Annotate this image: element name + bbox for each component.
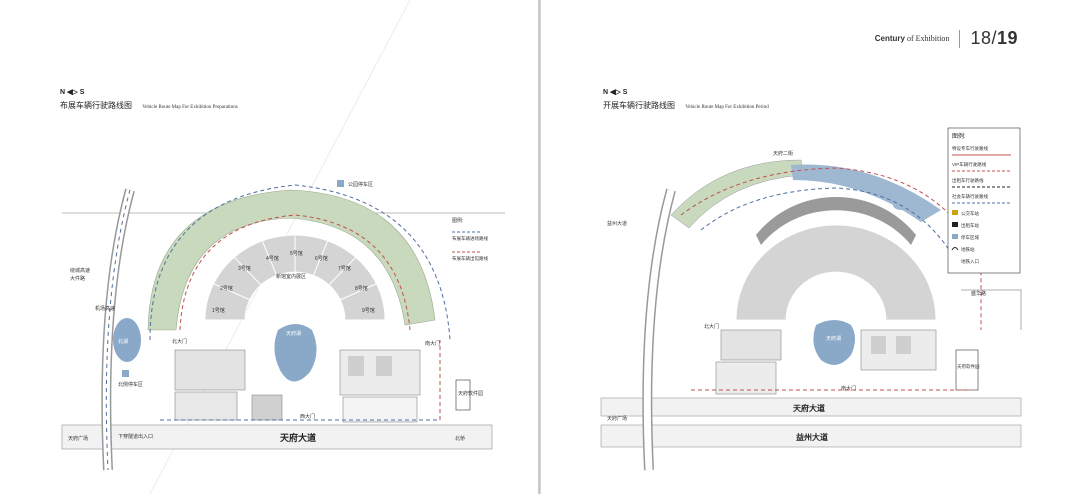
left-legend-title: 图例: xyxy=(452,217,463,224)
right-legend-title: 图例: xyxy=(952,132,966,140)
left-hall-ring xyxy=(204,234,386,321)
left-hall-9: 9号馆 xyxy=(362,307,375,314)
header-divider xyxy=(959,29,961,48)
left-pond xyxy=(113,318,141,362)
left-tianfu-road-band xyxy=(61,424,493,450)
left-airport-label: 机场高速 xyxy=(95,305,115,312)
right-legend-item-5: 出租车站 xyxy=(961,222,979,229)
right-legend-item-7: 地铁站 xyxy=(961,246,975,253)
left-pond-label: 北湖 xyxy=(118,338,128,345)
right-legend-item-0: 特设专车行驶路线 xyxy=(952,145,988,152)
left-tianfu-avenue-label: 天府大道 xyxy=(280,432,316,443)
left-north-gate-label: 北大门 xyxy=(172,338,187,345)
right-tianfu-avenue-label: 天府大道 xyxy=(793,403,825,413)
left-building-west xyxy=(174,349,246,391)
right-legend-box xyxy=(947,127,1021,274)
right-map: 天府湖 图例: 特设专车行驶路线 VIP车辆行驶路线 出租车行驶路线 社会车辆行… xyxy=(600,127,1022,471)
right-map-title-cn: 开展车辆行驶路线图 xyxy=(603,101,675,110)
right-square-label: 天府广场 xyxy=(607,415,627,422)
right-road-left-label: 益州大道 xyxy=(607,220,627,227)
right-map-title-en: Vehicle Route Map For Exhibition Period xyxy=(685,105,769,110)
right-legend-item-3: 社会车辆行驶路线 xyxy=(952,193,988,200)
brand-text: Century of Exhibition xyxy=(874,34,950,43)
left-west-gate-label: 西大门 xyxy=(300,413,315,420)
left-lake-label: 天府湖 xyxy=(286,330,301,337)
left-plaza-label: 天府软件园 xyxy=(458,390,483,397)
left-expressway-label: 绕城高速 xyxy=(70,267,90,274)
right-legend-item-6: 停车区域 xyxy=(961,234,979,241)
left-lake xyxy=(274,324,317,382)
left-page: N ◀▷ S 布展车辆行驶路线图 Vehicle Route Map For E… xyxy=(0,0,538,494)
left-compass: N ◀▷ S xyxy=(60,89,85,96)
page-header: Century of Exhibition 18/19 xyxy=(875,28,1018,49)
book-spine xyxy=(538,0,541,494)
page-number: 18/19 xyxy=(970,28,1018,48)
left-map-title: 布展车辆行驶路线图 Vehicle Route Map For Exhibiti… xyxy=(60,100,238,111)
left-subway-label: 下穿隧道出入口 xyxy=(118,433,153,440)
right-central-label: 天府湖 xyxy=(826,335,841,342)
right-north-gate-label: 北大门 xyxy=(704,323,719,330)
left-north-parking-label: 北侧停车区 xyxy=(118,381,143,388)
left-hall-5: 5号馆 xyxy=(290,250,303,257)
left-hall-2: 2号馆 xyxy=(220,285,233,292)
right-map-title: 开展车辆行驶路线图 Vehicle Route Map For Exhibiti… xyxy=(603,100,769,111)
left-route-in xyxy=(149,184,451,341)
right-legend-item-2: 出租车行驶路线 xyxy=(952,177,984,184)
left-legend-out: 布展车辆出馆路线 xyxy=(452,255,488,262)
right-south-gate-label: 南大门 xyxy=(841,385,856,392)
right-compass: N ◀▷ S xyxy=(603,89,628,96)
right-road-right-label: 盛华路 xyxy=(971,290,986,297)
left-bridge-label: 北桥 xyxy=(455,435,465,442)
left-parking-north-label: 公园停车区 xyxy=(348,181,373,188)
left-parking-icon xyxy=(337,180,344,187)
left-hall-7: 7号馆 xyxy=(338,265,351,272)
left-square-label: 天府广场 xyxy=(68,435,88,442)
left-east-gate-label: 南大门 xyxy=(425,340,440,347)
left-expressway-2-label: 大件路 xyxy=(70,275,85,282)
right-road-top-label: 天府二街 xyxy=(773,150,793,157)
left-hall-8: 8号馆 xyxy=(355,285,368,292)
left-legend-in: 布展车辆进场路线 xyxy=(452,235,488,242)
left-hall-1: 1号馆 xyxy=(212,307,225,314)
left-hall-3: 3号馆 xyxy=(238,265,251,272)
left-map-title-cn: 布展车辆行驶路线图 xyxy=(60,101,132,110)
right-hall-ring xyxy=(735,224,937,321)
left-map: 北湖 1号馆 2号馆 3号馆 4号馆 5号馆 6号馆 7号馆 8号馆 9号馆 新… xyxy=(61,180,505,471)
left-central-hall: 新馆室内展区 xyxy=(276,273,306,280)
right-east-road-label: 天府软件园 xyxy=(957,363,980,370)
right-legend-item-1: VIP车辆行驶路线 xyxy=(952,161,987,168)
left-map-title-en: Vehicle Route Map For Exhibition Prepara… xyxy=(142,105,238,110)
right-yizhou-avenue-label: 益州大道 xyxy=(796,432,828,442)
right-legend-item-4: 公交车站 xyxy=(961,210,979,217)
right-page: Century of Exhibition 18/19 N ◀▷ S 开展车辆行… xyxy=(541,0,1080,494)
left-hall-6: 6号馆 xyxy=(315,255,328,262)
left-hall-4: 4号馆 xyxy=(266,255,279,262)
right-legend-item-8: 地铁入口 xyxy=(961,258,979,265)
